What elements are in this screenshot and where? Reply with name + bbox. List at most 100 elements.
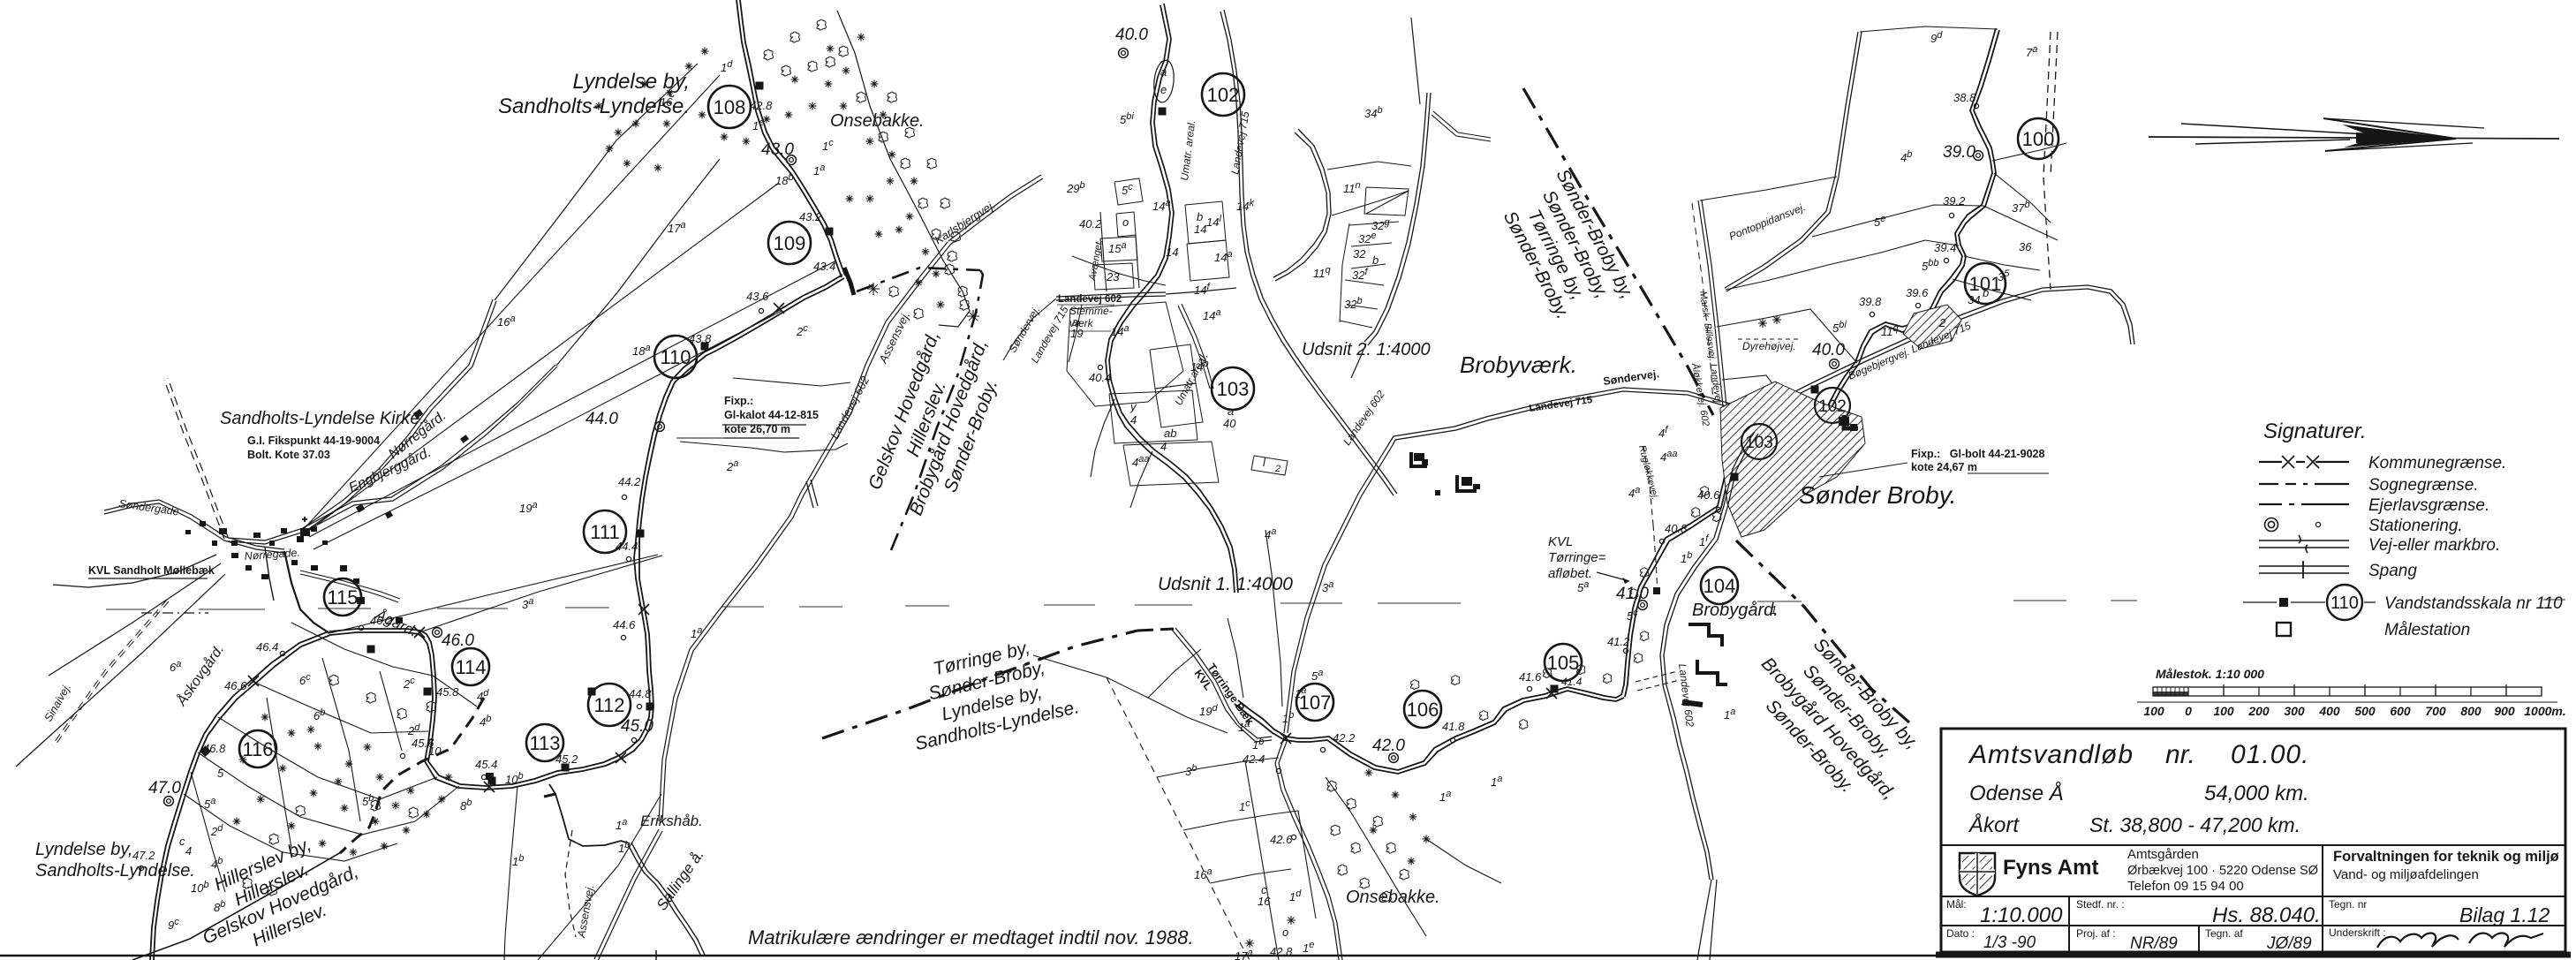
svg-text:6a: 6a bbox=[170, 659, 181, 674]
svg-text:109: 109 bbox=[774, 232, 806, 254]
svg-text:42.0: 42.0 bbox=[1372, 737, 1405, 755]
svg-text:102: 102 bbox=[1818, 397, 1847, 416]
svg-text:700: 700 bbox=[2425, 704, 2446, 718]
svg-text:46.0: 46.0 bbox=[442, 631, 474, 650]
svg-text:Umatr. areal.: Umatr. areal. bbox=[1178, 119, 1197, 181]
svg-text:43.2: 43.2 bbox=[799, 210, 822, 223]
svg-text:16a: 16a bbox=[1194, 866, 1212, 881]
svg-text:2: 2 bbox=[1938, 316, 1946, 329]
svg-text:5bi: 5bi bbox=[1832, 320, 1847, 335]
svg-text:40.0: 40.0 bbox=[1115, 26, 1148, 44]
svg-text:103: 103 bbox=[1745, 434, 1773, 452]
svg-text:16: 16 bbox=[1258, 895, 1271, 908]
svg-text:Målestation: Målestation bbox=[2384, 621, 2470, 639]
svg-text:4: 4 bbox=[1130, 413, 1137, 427]
svg-text:5a: 5a bbox=[1311, 668, 1323, 683]
svg-text:103: 103 bbox=[1217, 378, 1250, 400]
svg-text:100: 100 bbox=[2143, 704, 2164, 718]
svg-text:Proj. af :: Proj. af : bbox=[2076, 927, 2116, 940]
svg-text:110: 110 bbox=[660, 346, 691, 368]
svg-text:32f: 32f bbox=[1352, 267, 1368, 282]
svg-text:Mål:: Mål: bbox=[1946, 898, 1967, 911]
svg-text:4b: 4b bbox=[480, 714, 491, 729]
svg-text:1b: 1b bbox=[618, 840, 630, 855]
svg-text:Sønder Broby.: Sønder Broby. bbox=[1799, 481, 1956, 509]
svg-text:b: b bbox=[1372, 253, 1379, 267]
svg-text:o: o bbox=[1122, 215, 1129, 229]
svg-text:17a: 17a bbox=[1235, 948, 1253, 960]
svg-text:nr.: nr. bbox=[2165, 740, 2195, 769]
svg-text:11q: 11q bbox=[1881, 323, 1900, 338]
svg-text:Sinaivej.: Sinaivej. bbox=[42, 682, 73, 724]
svg-text:600: 600 bbox=[2390, 704, 2411, 718]
svg-text:Erikshåb.: Erikshåb. bbox=[640, 813, 703, 829]
svg-text:14: 14 bbox=[1194, 223, 1206, 236]
svg-text:Dato :: Dato : bbox=[1946, 927, 1975, 940]
svg-text:42.8: 42.8 bbox=[1270, 945, 1293, 958]
svg-text:Nørregade.: Nørregade. bbox=[244, 547, 300, 563]
svg-text:Sallinge å.: Sallinge å. bbox=[653, 846, 707, 913]
svg-text:46.4: 46.4 bbox=[256, 640, 278, 654]
svg-text:100: 100 bbox=[2022, 128, 2055, 150]
svg-text:200: 200 bbox=[2247, 704, 2270, 718]
svg-text:14: 14 bbox=[1166, 246, 1178, 259]
svg-text:39.6: 39.6 bbox=[1906, 286, 1929, 299]
svg-text:1d: 1d bbox=[721, 59, 733, 74]
svg-text:4b: 4b bbox=[211, 856, 223, 871]
svg-text:3b: 3b bbox=[1185, 763, 1197, 778]
svg-text:54,000 km.: 54,000 km. bbox=[2204, 782, 2309, 805]
svg-text:19: 19 bbox=[1070, 327, 1083, 340]
svg-text:34b: 34b bbox=[1364, 105, 1383, 120]
svg-text:ab: ab bbox=[1164, 427, 1176, 440]
svg-text:39.4: 39.4 bbox=[1934, 241, 1956, 254]
svg-text:Stedf. nr. :: Stedf. nr. : bbox=[2076, 898, 2125, 911]
svg-text:43.0: 43.0 bbox=[761, 140, 794, 159]
svg-text:Tegn. nr: Tegn. nr bbox=[2329, 898, 2367, 911]
svg-text:106: 106 bbox=[1407, 699, 1439, 721]
svg-text:115: 115 bbox=[327, 586, 358, 609]
svg-text:l: l bbox=[1263, 456, 1266, 469]
svg-text:1a: 1a bbox=[1439, 789, 1451, 804]
svg-text:Landevej 602: Landevej 602 bbox=[1341, 388, 1387, 447]
svg-text:Sognegrænse.: Sognegrænse. bbox=[2368, 476, 2479, 495]
svg-text:Brobygård.: Brobygård. bbox=[1692, 601, 1779, 620]
svg-text:Fyns Amt: Fyns Amt bbox=[2003, 856, 2098, 880]
svg-text:18a: 18a bbox=[632, 343, 651, 358]
svg-text:1b: 1b bbox=[512, 853, 524, 868]
svg-text:43.8: 43.8 bbox=[689, 332, 712, 345]
svg-text:41.4: 41.4 bbox=[1561, 676, 1583, 688]
svg-text:a: a bbox=[1160, 65, 1167, 79]
svg-text:Tegn. af: Tegn. af bbox=[2205, 927, 2243, 940]
svg-text:Sønder-Broby by,Sønder-Broby,T: Sønder-Broby by,Sønder-Broby,Tørringe by… bbox=[1493, 166, 1637, 334]
svg-text:34: 34 bbox=[1968, 293, 1980, 306]
svg-text:1a: 1a bbox=[1724, 707, 1735, 722]
svg-text:a: a bbox=[1228, 404, 1234, 418]
svg-text:14a: 14a bbox=[1152, 198, 1171, 213]
svg-text:2d: 2d bbox=[210, 823, 223, 838]
svg-text:Åskovgård.: Åskovgård. bbox=[172, 641, 227, 709]
svg-text:800: 800 bbox=[2460, 704, 2482, 718]
svg-text:42.6: 42.6 bbox=[1270, 833, 1293, 846]
svg-text:40.0: 40.0 bbox=[1812, 341, 1845, 359]
svg-text:46.2: 46.2 bbox=[370, 614, 393, 627]
svg-text:Assensvej.: Assensvej. bbox=[575, 884, 596, 940]
svg-text:Lyndelse by,Sandholts-Lyndelse: Lyndelse by,Sandholts-Lyndelse. bbox=[35, 840, 195, 881]
svg-text:1:10.000: 1:10.000 bbox=[1980, 903, 2063, 927]
svg-text:b: b bbox=[1983, 286, 1989, 299]
svg-text:300: 300 bbox=[2284, 704, 2305, 718]
svg-text:5c: 5c bbox=[1627, 608, 1638, 623]
svg-text:c: c bbox=[1261, 883, 1267, 896]
svg-text:42.2: 42.2 bbox=[1333, 731, 1356, 745]
svg-text:116: 116 bbox=[242, 738, 273, 760]
svg-text:100: 100 bbox=[2213, 704, 2234, 718]
svg-text:Bilag 1.12: Bilag 1.12 bbox=[2459, 903, 2550, 926]
svg-text:41.0: 41.0 bbox=[1616, 585, 1649, 603]
svg-text:5bi: 5bi bbox=[1120, 111, 1134, 126]
svg-text:1a: 1a bbox=[616, 817, 627, 832]
svg-text:19d: 19d bbox=[1199, 703, 1218, 718]
svg-text:14b: 14b bbox=[1190, 359, 1209, 374]
svg-text:7a: 7a bbox=[2026, 44, 2037, 59]
svg-text:40.4: 40.4 bbox=[1089, 371, 1111, 384]
svg-text:2a: 2a bbox=[726, 458, 738, 473]
svg-text:400: 400 bbox=[2318, 704, 2340, 718]
